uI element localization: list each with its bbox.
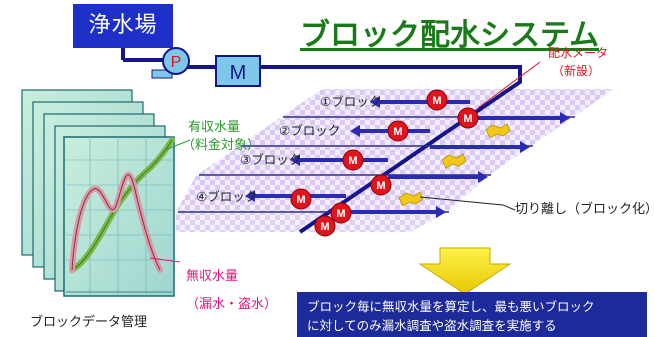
description-line: に対してのみ漏水調査や盗水調査を実施する	[307, 318, 557, 333]
main-meter-icon: M	[215, 55, 261, 87]
meter-icon: M	[342, 149, 364, 171]
separation-leader-2	[502, 204, 516, 211]
block-labels: ①ブロック ②ブロック ③ブロック ④ブロック	[196, 94, 381, 204]
result-arrow	[418, 247, 512, 295]
water-plant-box: 浄水場	[73, 4, 173, 48]
meter-icon: M	[330, 202, 352, 224]
svg-text:M: M	[376, 180, 385, 192]
separation-label: 切り離し（ブロック化）	[515, 201, 655, 217]
meter-callout-label: 配水メータ	[548, 46, 608, 60]
billed-volume-note: （料金対象）	[182, 137, 260, 153]
pump-icon: P	[151, 47, 190, 79]
svg-text:M: M	[348, 155, 357, 167]
nonrevenue-pointer	[149, 257, 181, 263]
block-data-sheets	[21, 89, 175, 297]
svg-text:P: P	[171, 54, 182, 71]
block-label-3: ③ブロック	[240, 152, 301, 167]
svg-text:M: M	[463, 113, 472, 125]
diagram-title: ブロック配水システム	[300, 18, 600, 53]
svg-text:M: M	[320, 221, 329, 233]
leak-theft-label: （漏水・盗水）	[186, 296, 277, 312]
svg-text:M: M	[432, 95, 441, 107]
meter-icon: M	[290, 188, 312, 210]
main-pipe	[176, 65, 522, 72]
nonrevenue-label: 無収水量	[186, 269, 238, 284]
flow-meters: M M M M M M M M	[290, 89, 479, 237]
meter-callout-leader	[477, 61, 541, 109]
block-data-label: ブロックデータ管理	[30, 314, 147, 330]
billed-pointer	[164, 139, 191, 151]
flow-arrows-right	[346, 112, 570, 218]
svg-text:M: M	[336, 208, 345, 220]
description-box: ブロック毎に無収水量を算定し、最も悪いブロック に対してのみ漏水調査や盗水調査を…	[297, 292, 647, 337]
meter-icon: M	[370, 174, 392, 196]
description-line: ブロック毎に無収水量を算定し、最も悪いブロック	[307, 299, 595, 314]
meter-icon: M	[426, 89, 448, 111]
block-label-4: ④ブロック	[196, 189, 257, 204]
meter-icon: M	[457, 107, 479, 129]
meter-icon: M	[387, 120, 409, 142]
svg-text:M: M	[296, 194, 305, 206]
meter-icon: M	[314, 215, 336, 237]
billed-volume-label: 有収水量	[188, 120, 240, 135]
svg-text:M: M	[393, 126, 402, 138]
block-label-2: ②ブロック	[279, 123, 340, 138]
svg-text:M: M	[230, 62, 247, 84]
leak-spots	[398, 123, 511, 207]
meter-callout-note: （新設）	[552, 63, 600, 78]
block-label-1: ①ブロック	[320, 94, 381, 109]
separation-leader	[419, 196, 504, 206]
